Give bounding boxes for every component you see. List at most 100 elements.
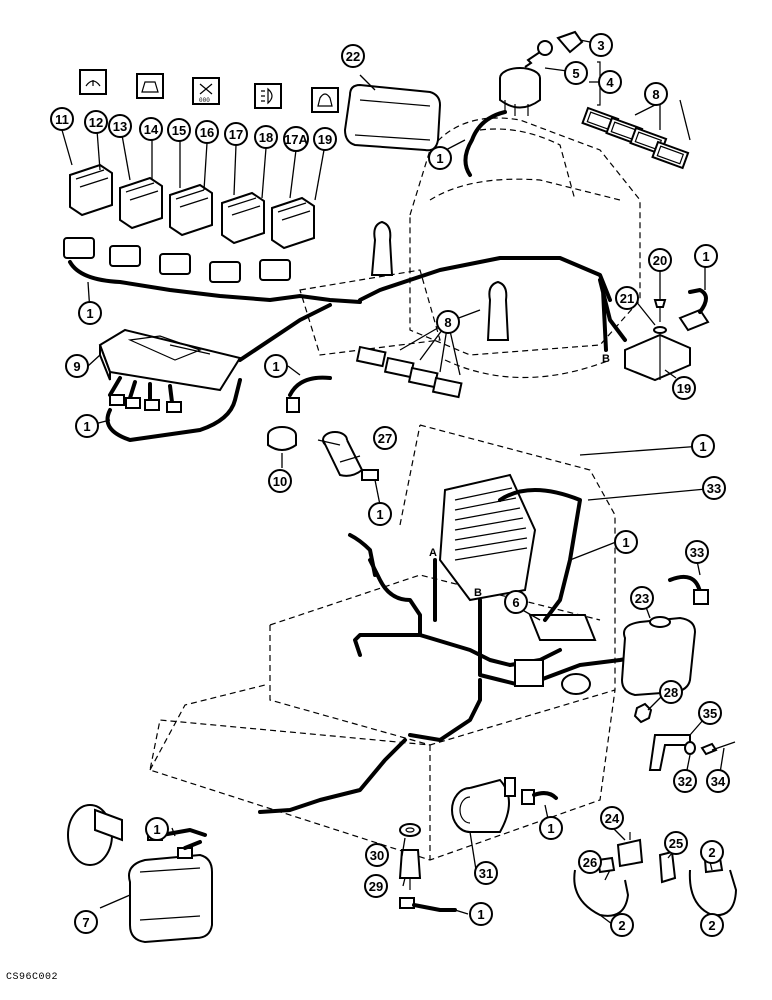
svg-text:8: 8 (652, 87, 659, 102)
callout-1-cluster-harness: 1 (75, 414, 99, 438)
svg-text:14: 14 (144, 122, 159, 137)
switch-connectors (63, 237, 291, 283)
work-lamp (67, 804, 213, 944)
console-covers (355, 345, 463, 399)
sender-connector (399, 897, 457, 912)
callout-4: 4 (598, 70, 622, 94)
svg-text:30: 30 (370, 848, 384, 863)
svg-text:13: 13 (113, 119, 127, 134)
nut (633, 702, 653, 724)
callout-7: 7 (74, 910, 98, 934)
callout-1-switch-connector: 1 (694, 244, 718, 268)
washer (653, 326, 667, 334)
callout-25: 24 (600, 806, 624, 830)
horn (451, 777, 516, 833)
harness-mark-b-lower: B (474, 587, 482, 599)
washer-symbol-icon: 000 (192, 77, 220, 105)
leader-lines (61, 39, 725, 925)
callout-16: 16 (195, 120, 219, 144)
callout-36: 35 (698, 701, 722, 725)
svg-text:33: 33 (690, 545, 704, 560)
callout-34-lower: 33 (685, 540, 709, 564)
svg-text:4: 4 (606, 75, 614, 90)
callout-19: 19 (313, 127, 337, 151)
svg-text:35: 35 (703, 706, 717, 721)
sender-washer (399, 823, 421, 837)
svg-text:2: 2 (708, 845, 715, 860)
callout-8-covers: 8 (644, 82, 668, 106)
svg-text:19: 19 (318, 132, 332, 147)
svg-text:26: 26 (583, 855, 597, 870)
beacon-symbol-icon (311, 87, 339, 113)
callout-1-lamp-harness: 1 (145, 817, 169, 841)
svg-text:8: 8 (444, 315, 451, 330)
svg-text:1: 1 (436, 151, 443, 166)
svg-text:7: 7 (82, 915, 89, 930)
svg-text:1: 1 (376, 507, 383, 522)
svg-text:33: 33 (707, 481, 721, 496)
key-cap (556, 30, 584, 54)
svg-text:000: 000 (199, 97, 210, 104)
harness-mark-a: A (429, 547, 437, 559)
reservoir-hose (668, 575, 709, 605)
rocker-switches (69, 163, 315, 250)
callout-17a: 17A (283, 126, 309, 152)
svg-text:31: 31 (479, 866, 493, 881)
callout-34-upper: 33 (702, 476, 726, 500)
callout-33: 32 (673, 769, 697, 793)
svg-text:22: 22 (346, 49, 360, 64)
callout-24: 23 (630, 586, 654, 610)
callout-1-ignition-harness: 1 (428, 146, 452, 170)
callout-18: 18 (254, 125, 278, 149)
operator-seat-outline (299, 117, 641, 379)
svg-text:1: 1 (622, 535, 629, 550)
switch-covers (581, 106, 690, 170)
callout-28: 27 (373, 426, 397, 450)
svg-text:12: 12 (89, 115, 103, 130)
svg-text:29: 29 (369, 879, 383, 894)
callout-5: 5 (564, 61, 588, 85)
callout-35: 34 (706, 769, 730, 793)
svg-text:1: 1 (83, 419, 90, 434)
callout-21: 20 (648, 248, 672, 272)
callout-2-left: 2 (610, 913, 634, 937)
callout-1-display-harness: 1 (614, 530, 638, 554)
svg-text:1: 1 (86, 306, 93, 321)
svg-text:18: 18 (259, 130, 273, 145)
svg-text:21: 21 (620, 291, 634, 306)
relay-connector (267, 375, 332, 468)
display-harness (498, 488, 582, 622)
svg-text:17A: 17A (284, 132, 308, 147)
hose-clamp-right (688, 856, 738, 917)
callout-1-switch-harness: 1 (78, 301, 102, 325)
svg-text:19: 19 (677, 381, 691, 396)
callout-6: 6 (504, 590, 528, 614)
svg-text:1: 1 (547, 821, 554, 836)
callout-2-right: 2 (700, 840, 724, 864)
svg-text:24: 24 (605, 811, 620, 826)
callout-1-sender-harness: 1 (469, 902, 493, 926)
svg-text:34: 34 (711, 774, 726, 789)
rear-wiper-symbol-icon (136, 73, 164, 99)
svg-text:15: 15 (172, 123, 186, 138)
callout-1-meter-harness: 1 (368, 502, 392, 526)
callout-2-bottom: 2 (700, 913, 724, 937)
sender-unit (398, 849, 422, 890)
ignition-key (524, 40, 553, 68)
svg-text:2: 2 (708, 918, 715, 933)
svg-text:20: 20 (653, 253, 667, 268)
callout-30: 29 (364, 874, 388, 898)
svg-text:32: 32 (678, 774, 692, 789)
callout-3: 3 (589, 33, 613, 57)
ignition-switch (463, 67, 541, 177)
headlight-symbol-icon (254, 83, 282, 109)
harness-mark-b-upper: B (602, 353, 610, 365)
switch-harness (68, 260, 362, 304)
callout-26: 25 (664, 831, 688, 855)
seat-harness-b (598, 278, 627, 352)
callout-12: 12 (84, 110, 108, 134)
connector-plug (521, 789, 558, 805)
svg-text:1: 1 (699, 439, 706, 454)
pressure-switch (624, 333, 691, 382)
